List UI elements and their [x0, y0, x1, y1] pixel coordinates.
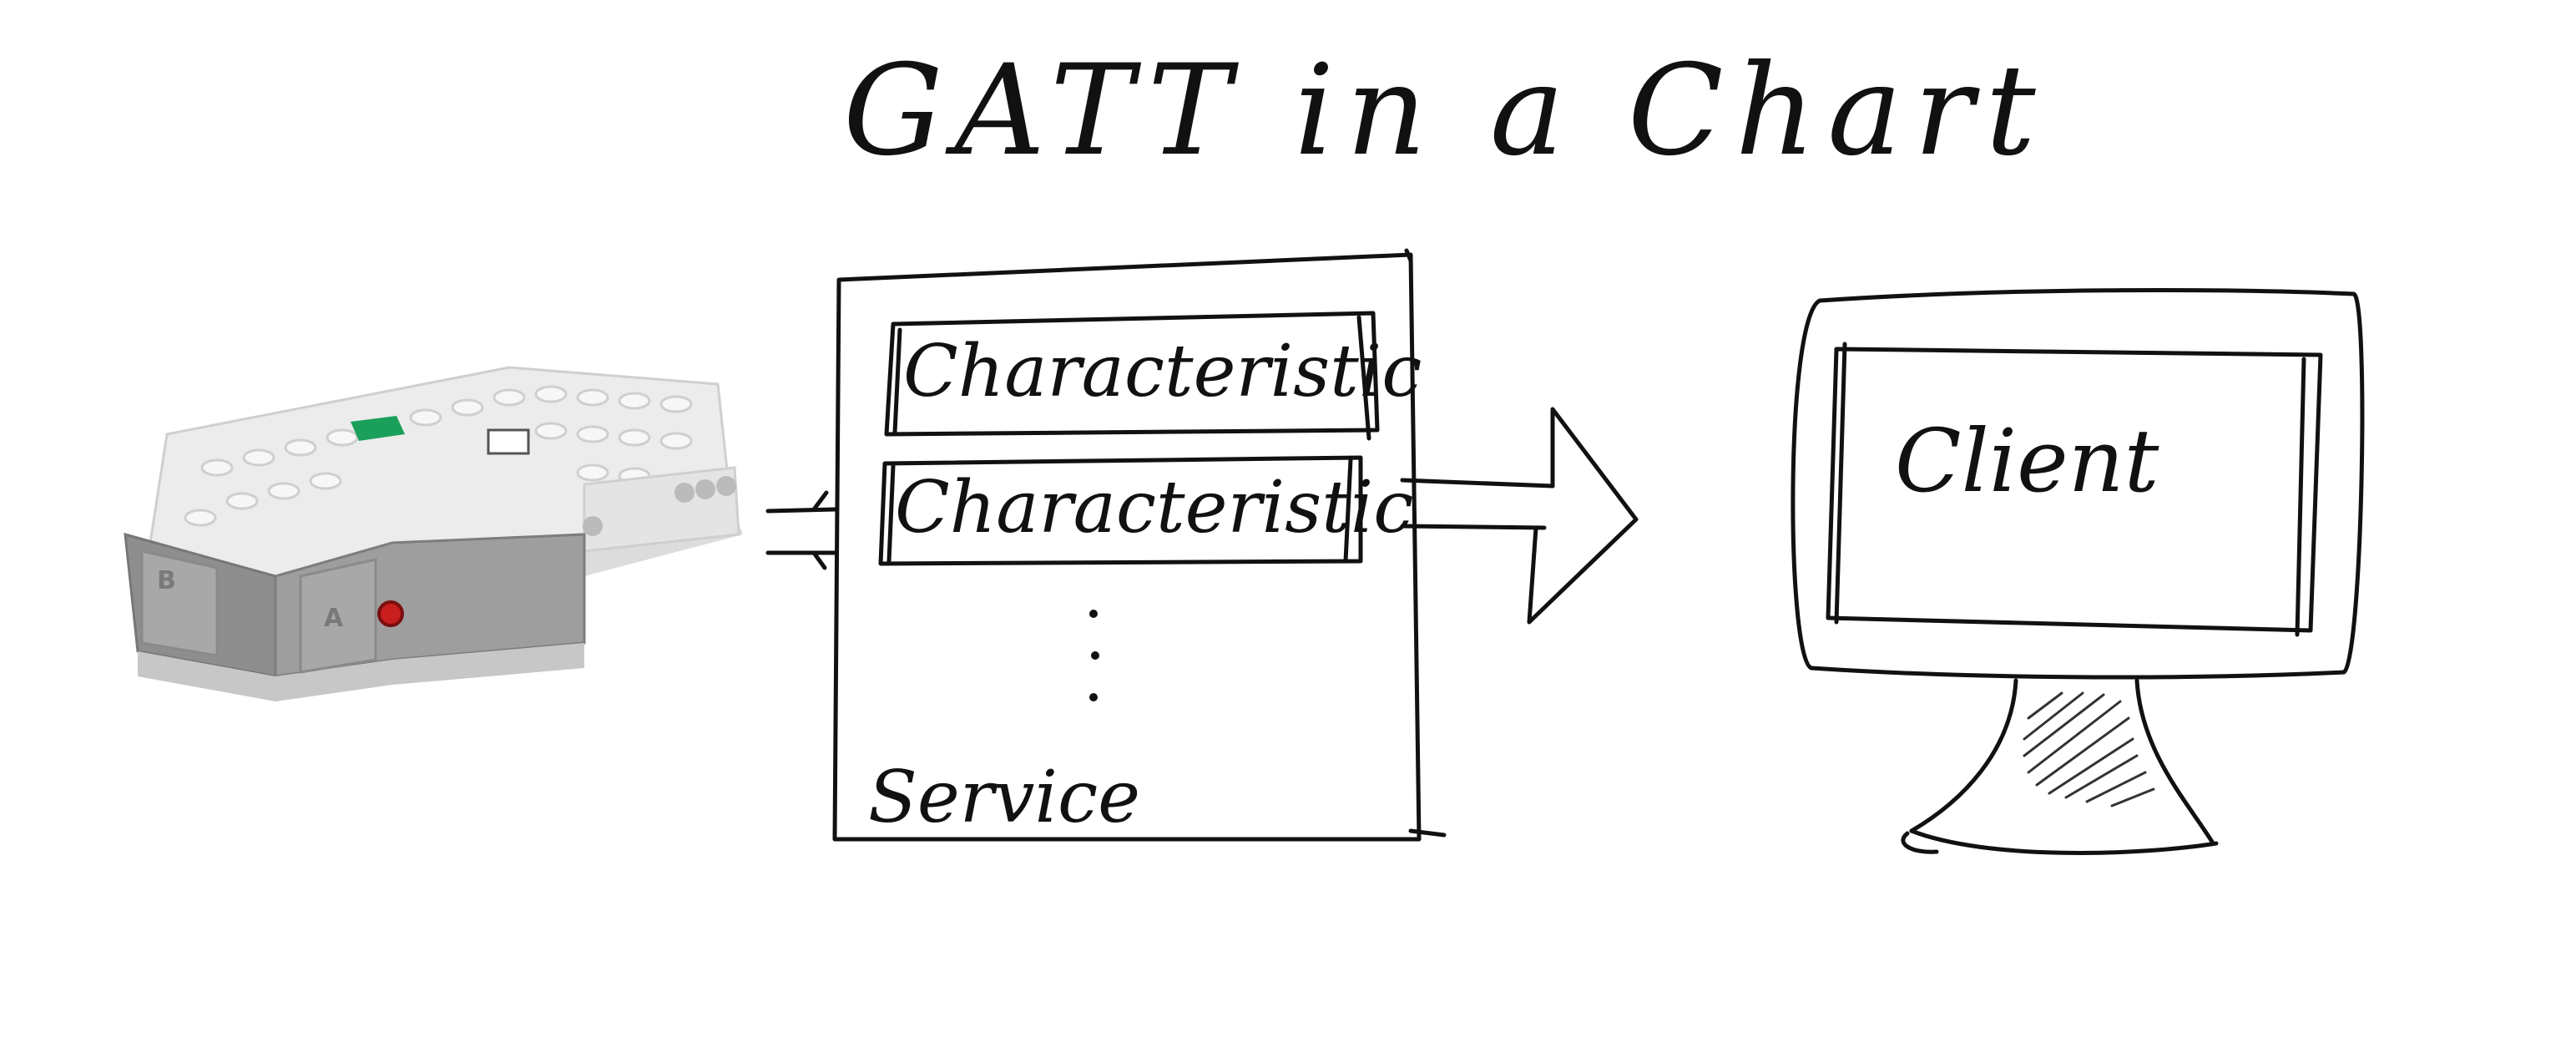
stand-hatching	[2023, 691, 2155, 807]
characteristic-label-1: Characteristic	[903, 330, 1422, 413]
port-red-icon	[377, 600, 404, 627]
service-label: Service	[868, 756, 1141, 839]
client-label: Client	[1895, 410, 2159, 512]
client-screen	[1826, 347, 2323, 633]
ellipsis-dots	[1089, 610, 1099, 701]
arrow-right-icon	[1400, 407, 1639, 625]
green-button-icon	[351, 416, 405, 441]
usb-port-icon	[487, 428, 530, 455]
service-box	[832, 248, 1447, 842]
characteristic-label-2: Characteristic	[895, 466, 1414, 549]
client-monitor	[1791, 287, 2365, 855]
characteristic-box-2	[878, 455, 1363, 566]
page-title: GATT in a Chart	[843, 38, 2048, 184]
lego-hub-device	[124, 366, 743, 701]
port-b-label: B	[157, 566, 176, 595]
connector-lines	[765, 490, 837, 570]
port-a-label: A	[324, 604, 344, 633]
characteristic-box-1	[884, 311, 1380, 437]
